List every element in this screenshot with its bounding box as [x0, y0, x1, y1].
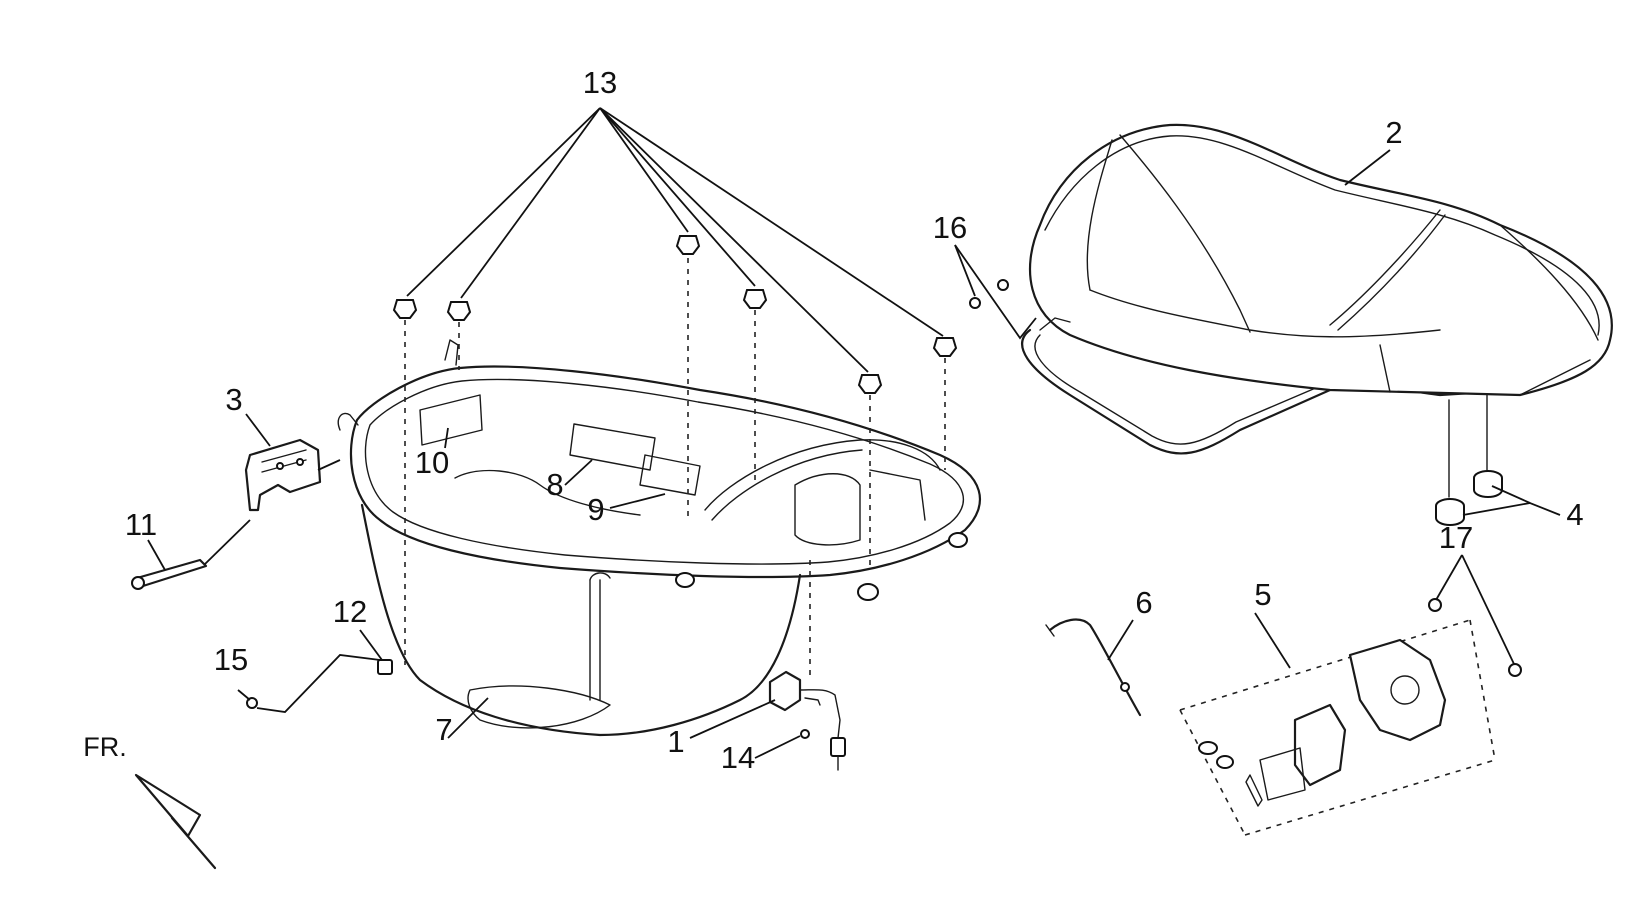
- nut-part-12: [377, 659, 393, 675]
- screw-part-14: [800, 729, 810, 739]
- seat-cable-part-6: [1045, 618, 1142, 717]
- callout-11: 11: [125, 507, 157, 542]
- front-direction-label: FR.: [83, 732, 127, 762]
- seat-latch-part-5: [1179, 619, 1496, 836]
- seat-part-2: [1021, 123, 1613, 455]
- callout-17: 17: [1439, 520, 1473, 555]
- callout-15: 15: [214, 642, 248, 677]
- callout-7: 7: [435, 712, 452, 747]
- callout-9: 9: [587, 492, 604, 527]
- front-direction-arrow: [134, 773, 217, 870]
- callout-16: 16: [933, 210, 967, 245]
- callout-8: 8: [546, 467, 563, 502]
- callout-10: 10: [415, 445, 449, 480]
- callout-4: 4: [1566, 497, 1583, 532]
- callout-6: 6: [1135, 585, 1152, 620]
- luggage-box-part-7: [337, 339, 981, 737]
- seat-screws-part-16: [969, 279, 1009, 309]
- callout-numbers: 1 2 3 4 5 6 7 8 9 10 11 12 13 14 15 16 1…: [125, 65, 1584, 775]
- seat-stoppers-part-4: [1435, 394, 1503, 526]
- callout-12: 12: [333, 594, 367, 629]
- pin-bolt-part-11: [131, 558, 208, 590]
- lock-bracket-part-3: [244, 438, 322, 512]
- caution-labels: [569, 423, 701, 496]
- leader-lines: [147, 107, 1561, 759]
- callout-1: 1: [667, 724, 684, 759]
- callout-13: 13: [583, 65, 617, 100]
- latch-screws-part-17: [1428, 598, 1522, 677]
- callout-5: 5: [1254, 577, 1271, 612]
- callout-3: 3: [225, 382, 242, 417]
- flange-bolts-part-13: [392, 235, 958, 680]
- callout-14: 14: [721, 740, 755, 775]
- light-switch-part-1: [768, 670, 846, 771]
- callout-2: 2: [1385, 115, 1402, 150]
